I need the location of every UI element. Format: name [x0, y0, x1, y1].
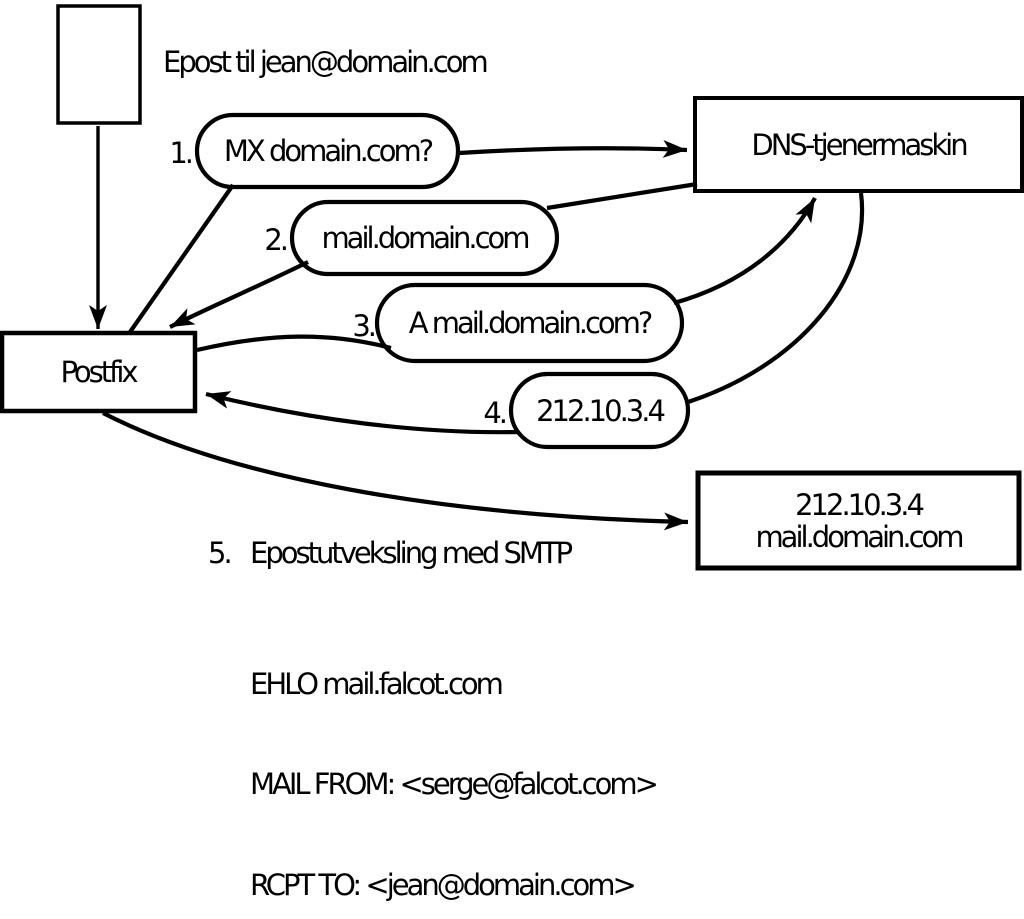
query-pill-mx-label: MX domain.com? [223, 134, 434, 168]
smtp-line: RCPT TO: <jean@domain.com> [250, 867, 637, 902]
dns-server-node-label: DNS-tjenermaskin [751, 127, 968, 162]
step-number-3: 3. [352, 309, 377, 343]
step-number-5: 5. [208, 536, 233, 570]
dns-server-node [693, 96, 1024, 193]
query-pill-a-label: A mail.domain.com? [408, 306, 654, 340]
arrow-reply2-to-postfix [169, 260, 309, 329]
step-number-4: 4. [483, 396, 508, 430]
reply-pill-mx [289, 199, 560, 277]
reply-pill-a [508, 371, 691, 450]
mail-server-node [695, 470, 1022, 571]
smtp-session-text: EHLO mail.falcot.com MAIL FROM: <serge@f… [250, 600, 659, 919]
arrow-query1-to-dns [458, 139, 688, 158]
postfix-node [0, 330, 198, 414]
arrow-query3-to-dns [673, 196, 817, 306]
reply-pill-a-label: 212.10.3.4 [536, 393, 666, 428]
arrow-reply4-to-postfix [205, 391, 520, 435]
step-number-1: 1. [169, 136, 194, 170]
step-5-caption: Epostutveksling med SMTP [250, 536, 573, 570]
mail-server-node-label: 212.10.3.4 mail.domain.com [698, 473, 1019, 568]
smtp-line: EHLO mail.falcot.com [250, 667, 504, 701]
mail-server-hostname: mail.domain.com [755, 519, 964, 554]
line-dns-to-reply4 [687, 192, 865, 404]
smtp-line: MAIL FROM: <serge@falcot.com> [250, 767, 659, 802]
diagram-title: Epost til jean@domain.com [163, 45, 489, 79]
postfix-node-label: Postfix [60, 355, 138, 389]
query-pill-mx [194, 112, 461, 190]
step-number-2: 2. [264, 223, 289, 257]
line-postfix-to-query3 [196, 334, 392, 353]
line-postfix-to-query1 [128, 183, 235, 334]
mail-server-ip: 212.10.3.4 [795, 487, 925, 522]
line-dns-to-reply2 [546, 181, 698, 211]
arrow-postfix-to-mailserver [102, 411, 689, 531]
reply-pill-mx-label: mail.domain.com [321, 221, 530, 255]
query-pill-a [374, 282, 685, 364]
email-message-node [56, 4, 142, 125]
